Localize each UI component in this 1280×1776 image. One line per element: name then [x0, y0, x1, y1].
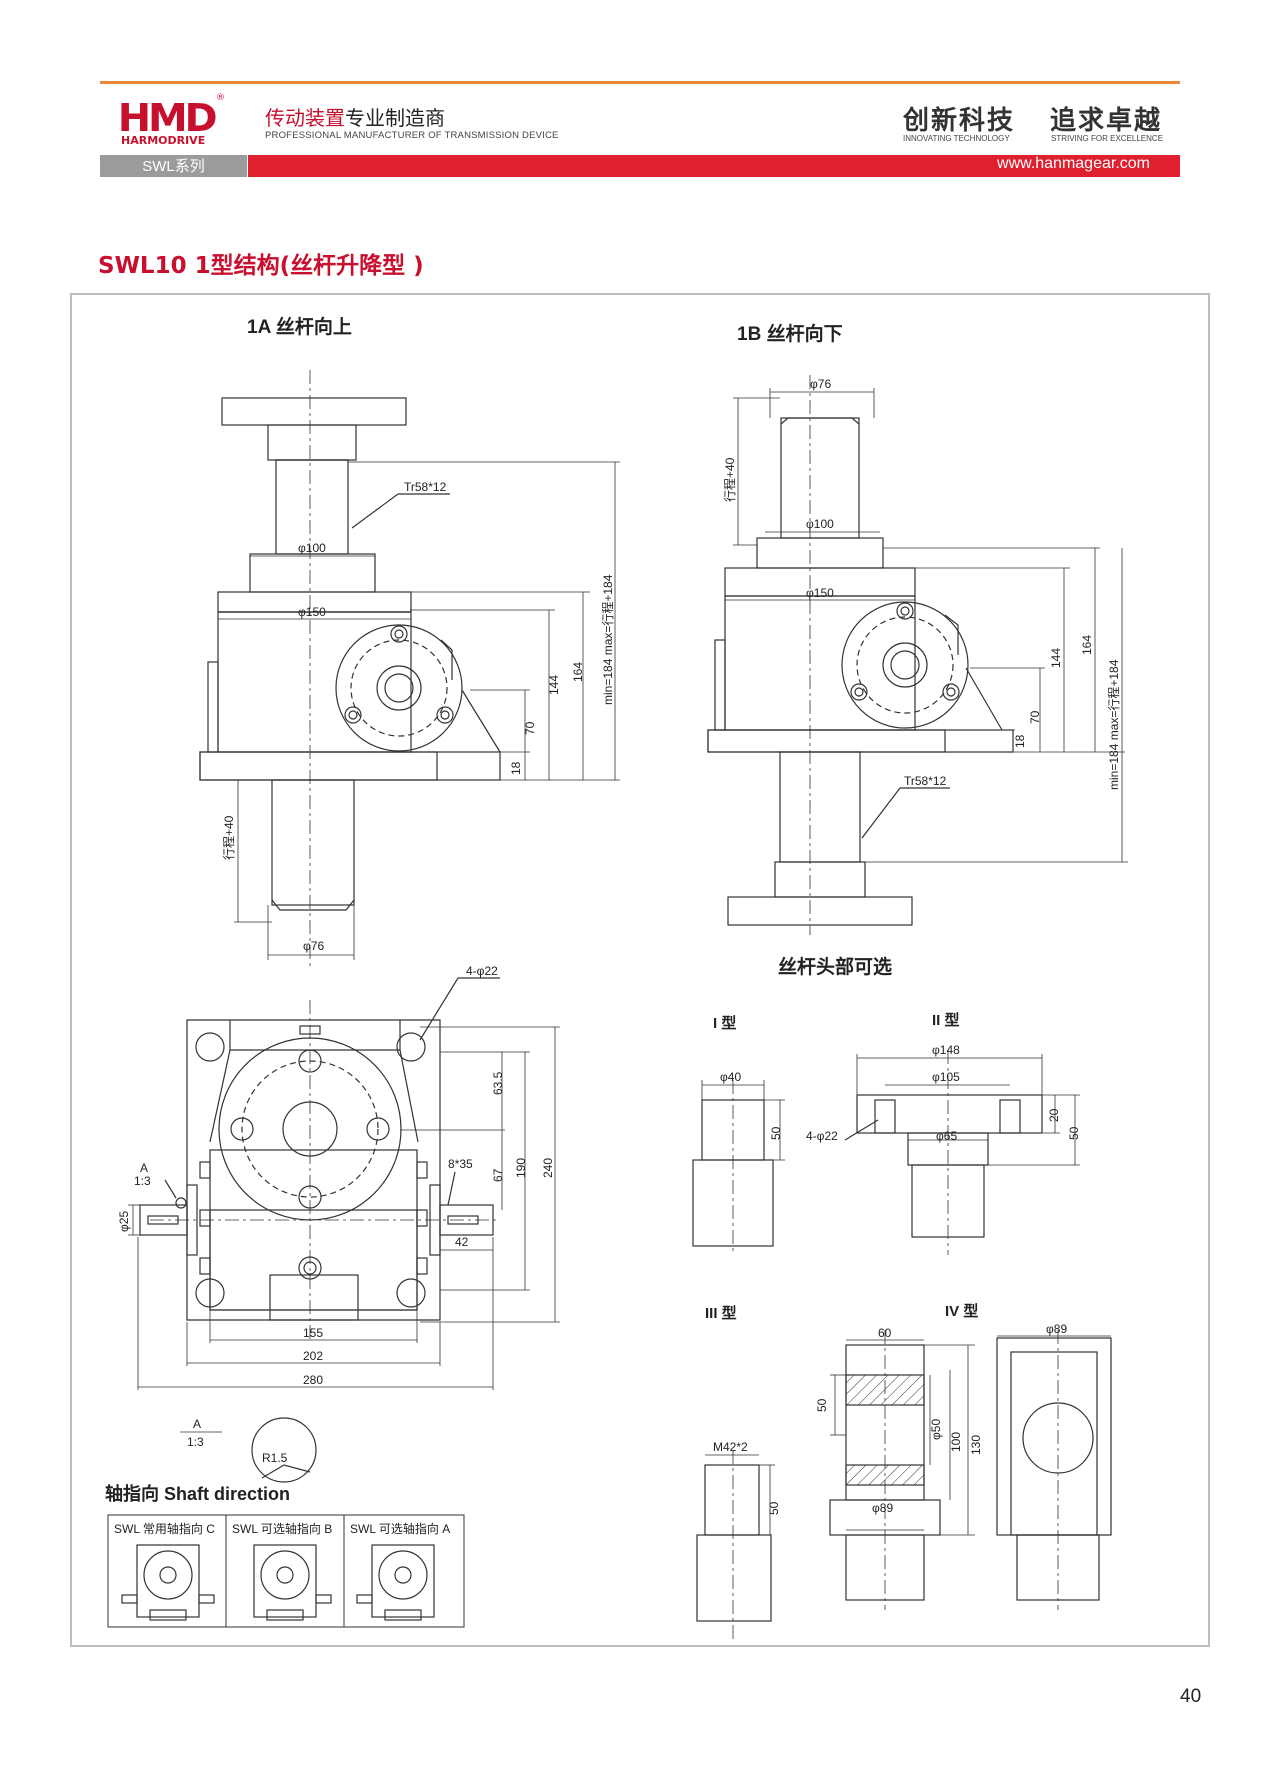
plan-dim-155: 155 [303, 1326, 323, 1340]
plan-key: 8*35 [448, 1157, 473, 1171]
plan-dim-190: 190 [514, 1158, 528, 1178]
shaft-diagram-b [253, 1544, 332, 1621]
detail-a-scale: 1:3 [187, 1435, 204, 1449]
detail-radius: R1.5 [262, 1451, 288, 1465]
head-type-3-label: III 型 [705, 1304, 737, 1322]
t4-100: 100 [949, 1432, 963, 1452]
view-1b-d76: φ76 [810, 377, 831, 391]
website-link[interactable]: www.hanmagear.com [997, 155, 1150, 172]
view-1a-title: 1A 丝杆向上 [247, 315, 352, 338]
t4-50: 50 [815, 1398, 829, 1412]
screw-heads: 丝杆头部可选 I 型 φ40 50 II 型 φ148 φ105 [692, 955, 1112, 1640]
view-1a-min-max: min=184 max=行程+184 [600, 574, 615, 705]
head-type-1-label: I 型 [713, 1014, 736, 1032]
shaft-diagram-c [121, 1544, 215, 1621]
view-1b-dim-18: 18 [1013, 734, 1027, 748]
head-type-4-label: IV 型 [945, 1302, 978, 1320]
view-1a-dim-164: 164 [571, 662, 585, 682]
motto-striving-en: STRIVING FOR EXCELLENCE [1051, 134, 1164, 143]
t2-50: 50 [1067, 1126, 1081, 1140]
view-1b-min-max: min=184 max=行程+184 [1106, 659, 1121, 790]
t4-d89-top: φ89 [1046, 1322, 1067, 1336]
view-1a: 1A 丝杆向上 [199, 315, 620, 970]
head-type-2-label: II 型 [932, 1011, 960, 1029]
t2-d65: φ65 [936, 1129, 957, 1143]
brand-logo-subtext: HARMODRIVE [121, 134, 206, 147]
slogan-english: PROFESSIONAL MANUFACTURER OF TRANSMISSIO… [265, 130, 559, 141]
view-1a-d76: φ76 [303, 939, 324, 953]
shaft-option-a: SWL 可选轴指向 A [350, 1521, 450, 1536]
slogan-chinese: 传动装置专业制造商 [265, 102, 445, 131]
plan-callout-scale: 1:3 [134, 1174, 151, 1188]
section-title: SWL10 1型结构(丝杆升降型 ) [98, 253, 424, 279]
header-red-bar [248, 155, 1180, 177]
page-number: 40 [1180, 1686, 1202, 1707]
view-1a-thread: Tr58*12 [404, 480, 447, 494]
plan-dim-42: 42 [455, 1235, 469, 1249]
shaft-option-b: SWL 可选轴指向 B [232, 1521, 332, 1536]
heads-title: 丝杆头部可选 [778, 955, 892, 978]
t2-holes: 4-φ22 [806, 1129, 838, 1143]
registered-mark: ® [216, 93, 225, 103]
view-1a-d100: φ100 [298, 541, 326, 555]
series-label: SWL系列 [142, 158, 205, 175]
shaft-direction: 轴指向 Shaft direction SWL 常用轴指向 C SWL 可选轴指… [105, 1483, 465, 1628]
motto-striving: 追求卓越 [1050, 106, 1163, 136]
plan-dim-280: 280 [303, 1373, 323, 1387]
view-1a-stroke: 行程+40 [221, 815, 236, 860]
plan-dim-63-5: 63.5 [491, 1071, 505, 1095]
view-1b-dim-144: 144 [1049, 648, 1063, 668]
t2-d105: φ105 [932, 1070, 960, 1084]
plan-holes: 4-φ22 [466, 964, 498, 978]
view-1b-stroke: 行程+40 [722, 457, 737, 502]
drawing-frame [70, 293, 1210, 1647]
view-1b-d150: φ150 [806, 586, 834, 600]
t1-50: 50 [769, 1126, 783, 1140]
header-top-rule [100, 81, 1180, 84]
view-1b-thread: Tr58*12 [904, 774, 947, 788]
slogan-black: 专业制造商 [345, 106, 445, 130]
t4-60: 60 [878, 1326, 892, 1340]
shaft-direction-title: 轴指向 Shaft direction [105, 1483, 290, 1504]
view-1b-d100: φ100 [806, 517, 834, 531]
t1-d40: φ40 [720, 1070, 741, 1084]
plan-dim-202: 202 [303, 1349, 323, 1363]
t4-130: 130 [969, 1435, 983, 1455]
t3-50: 50 [767, 1501, 781, 1515]
plan-d25: φ25 [117, 1211, 131, 1232]
t2-d148: φ148 [932, 1043, 960, 1057]
view-1b-dim-70: 70 [1028, 710, 1042, 724]
t3-thread: M42*2 [713, 1440, 748, 1454]
view-1a-dim-70: 70 [523, 721, 537, 735]
series-bar [100, 155, 247, 177]
view-1b-dim-164: 164 [1080, 635, 1094, 655]
view-1b-title: 1B 丝杆向下 [737, 322, 843, 345]
view-1a-dim-144: 144 [547, 675, 561, 695]
t4-d50: φ50 [929, 1419, 943, 1440]
motto-innovating-en: INNOVATING TECHNOLOGY [903, 134, 1010, 143]
plan-dim-67: 67 [491, 1168, 505, 1182]
view-1a-dim-18: 18 [509, 761, 523, 775]
t2-20: 20 [1047, 1108, 1061, 1122]
shaft-diagram-a [356, 1544, 435, 1621]
slogan-red: 传动装置 [265, 106, 345, 130]
plan-callout-a: A [140, 1161, 148, 1175]
plan-dim-240: 240 [541, 1158, 555, 1178]
view-1a-d150: φ150 [298, 605, 326, 619]
shaft-option-c: SWL 常用轴指向 C [114, 1521, 215, 1536]
view-1b: 1B 丝杆向下 [707, 322, 1128, 935]
motto-innovating: 创新科技 [903, 106, 1016, 136]
t4-d89-bottom: φ89 [872, 1501, 893, 1515]
plan-view: 4-φ22 8*35 φ25 42 63.5 67 190 240 155 20… [117, 964, 560, 1483]
brand-logo: HMD [117, 96, 218, 140]
detail-a-label: A [193, 1417, 201, 1431]
